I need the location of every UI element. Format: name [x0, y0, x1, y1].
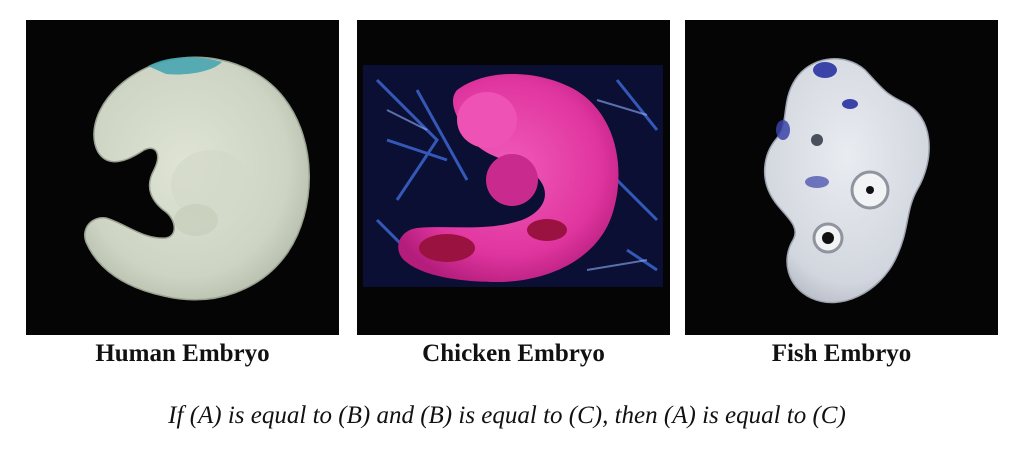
- chicken-embryo-illustration: [363, 65, 663, 287]
- chicken-embryo-image: [357, 20, 670, 335]
- human-embryo-illustration: [84, 56, 310, 301]
- fish-embryo-caption: Fish Embryo: [771, 340, 912, 367]
- chicken-embryo-caption: Chicken Embryo: [422, 340, 605, 367]
- human-embryo-image: [26, 20, 339, 335]
- fish-embryo-image: [685, 20, 998, 335]
- fish-embryo-illustration: [763, 58, 930, 304]
- transitivity-statement: If (A) is equal to (B) and (B) is equal …: [168, 402, 846, 429]
- human-embryo-caption: Human Embryo: [95, 340, 270, 367]
